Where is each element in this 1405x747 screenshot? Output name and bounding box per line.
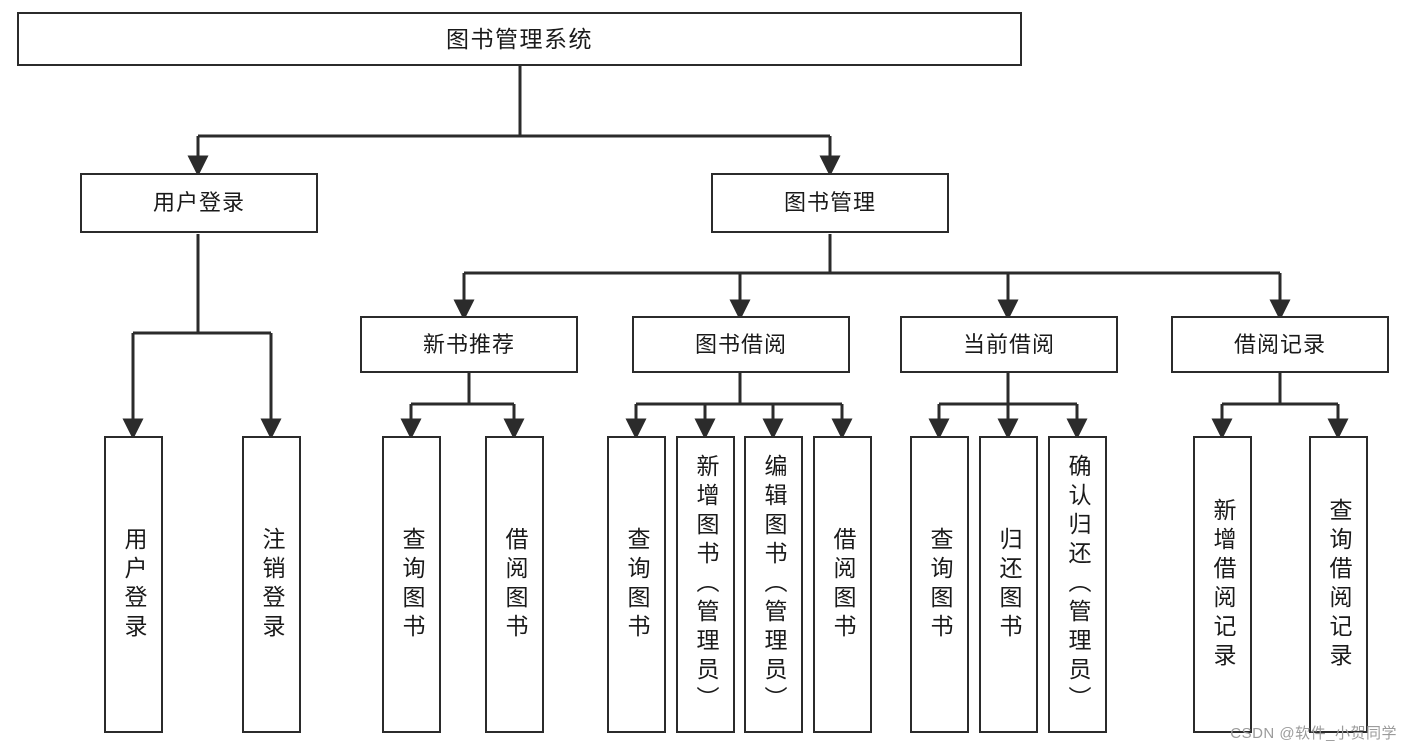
leaf-logout-login[interactable]: 注销登录 [242, 436, 301, 733]
leaf-edit-book[interactable]: 编辑图书（管理员） [744, 436, 803, 733]
leaf-user-login[interactable]: 用户登录 [104, 436, 163, 733]
leaf-query-book-1[interactable]: 查询图书 [382, 436, 441, 733]
node-label: 用户登录 [152, 190, 245, 216]
node-book-manage[interactable]: 图书管理 [711, 173, 949, 233]
leaf-add-book[interactable]: 新增图书（管理员） [676, 436, 735, 733]
leaf-query-book-3[interactable]: 查询图书 [910, 436, 969, 733]
node-borrow-record[interactable]: 借阅记录 [1171, 316, 1389, 373]
node-book-borrow[interactable]: 图书借阅 [632, 316, 850, 373]
node-current-borrow[interactable]: 当前借阅 [900, 316, 1118, 373]
node-label: 新书推荐 [422, 331, 515, 357]
node-label: 查询图书 [624, 526, 650, 643]
leaf-borrow-book-1[interactable]: 借阅图书 [485, 436, 544, 733]
leaf-return-book[interactable]: 归还图书 [979, 436, 1038, 733]
node-label: 新增借阅记录 [1210, 497, 1236, 672]
leaf-add-record[interactable]: 新增借阅记录 [1193, 436, 1252, 733]
node-root-book-management-system[interactable]: 图书管理系统 [17, 12, 1022, 66]
node-label: 借阅记录 [1233, 331, 1326, 357]
node-label: 查询图书 [927, 526, 953, 643]
leaf-confirm-return[interactable]: 确认归还（管理员） [1048, 436, 1107, 733]
node-label: 用户登录 [121, 526, 147, 643]
node-label: 查询借阅记录 [1326, 497, 1352, 672]
leaf-query-record[interactable]: 查询借阅记录 [1309, 436, 1368, 733]
node-label: 图书借阅 [694, 331, 787, 357]
node-label: 编辑图书（管理员） [761, 454, 787, 715]
node-label: 注销登录 [259, 526, 285, 643]
node-label: 图书管理系统 [446, 25, 593, 52]
node-new-book-recommend[interactable]: 新书推荐 [360, 316, 578, 373]
leaf-query-book-2[interactable]: 查询图书 [607, 436, 666, 733]
node-label: 图书管理 [783, 190, 876, 216]
node-label: 查询图书 [399, 526, 425, 643]
node-label: 新增图书（管理员） [693, 454, 719, 715]
node-label: 借阅图书 [502, 526, 528, 643]
node-label: 借阅图书 [830, 526, 856, 643]
node-label: 确认归还（管理员） [1065, 454, 1091, 715]
node-label: 当前借阅 [962, 331, 1055, 357]
node-label: 归还图书 [996, 526, 1022, 643]
leaf-borrow-book-2[interactable]: 借阅图书 [813, 436, 872, 733]
node-user-login[interactable]: 用户登录 [80, 173, 318, 233]
